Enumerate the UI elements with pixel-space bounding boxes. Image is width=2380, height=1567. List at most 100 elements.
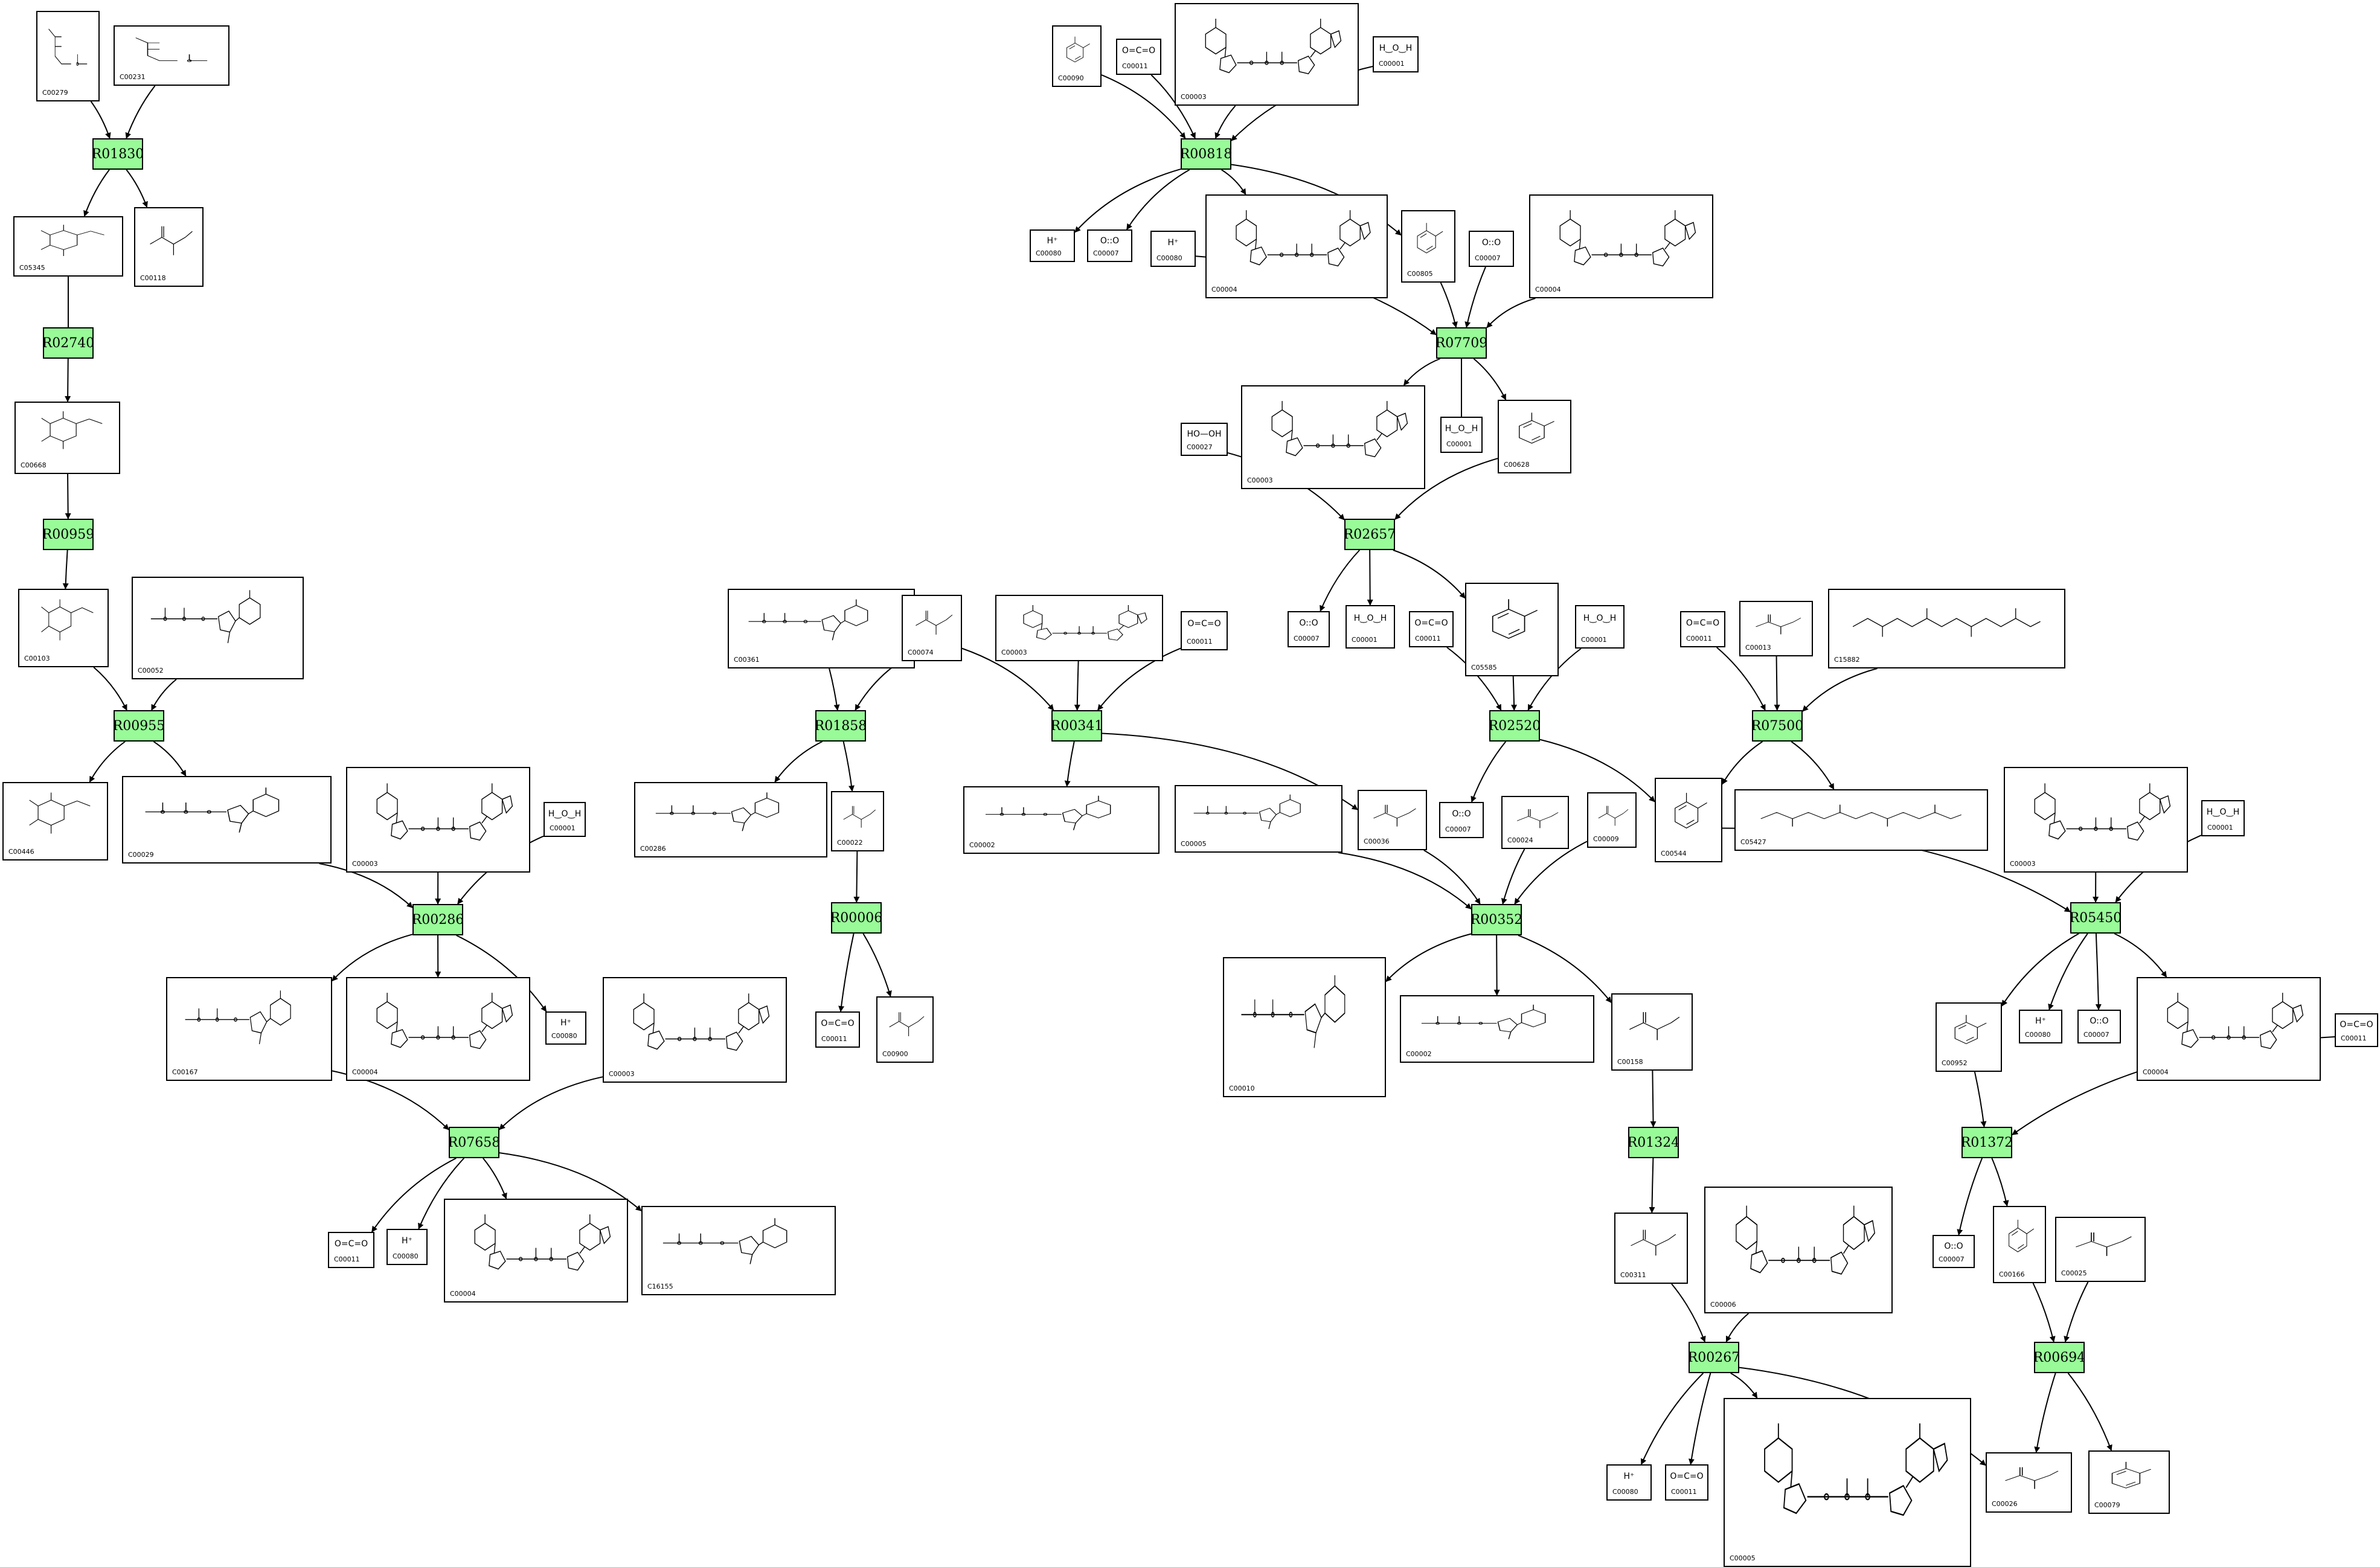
compound-node-c16155[interactable]: C16155 bbox=[641, 1206, 836, 1295]
compound-node-c00022[interactable]: C00022 bbox=[831, 791, 884, 851]
compound-node-c15882[interactable]: C15882 bbox=[1828, 589, 2065, 668]
reaction-node-r01830[interactable]: R01830 bbox=[92, 138, 144, 170]
reaction-node-r00959[interactable]: R00959 bbox=[42, 519, 94, 550]
compound-node-c00013[interactable]: C00013 bbox=[1739, 601, 1813, 656]
compound-node-c00003[interactable]: C00003 bbox=[1241, 385, 1425, 489]
compound-node-c00003[interactable]: C00003 bbox=[1175, 3, 1359, 106]
compound-node-c00003[interactable]: C00003 bbox=[346, 767, 530, 873]
compound-node-c00009[interactable]: C00009 bbox=[1587, 792, 1637, 848]
compound-node-c00026[interactable]: C00026 bbox=[1986, 1452, 2072, 1513]
compound-node-c00003[interactable]: C00003 bbox=[2004, 767, 2188, 873]
compound-node-c00079[interactable]: C00079 bbox=[2088, 1450, 2170, 1514]
compound-node-c00029[interactable]: C00029 bbox=[122, 776, 332, 864]
compound-node-c00103[interactable]: C00103 bbox=[18, 589, 109, 667]
reaction-node-r01372[interactable]: R01372 bbox=[1961, 1127, 2013, 1158]
compound-node-c00286[interactable]: C00286 bbox=[634, 782, 827, 857]
compound-node-c00311[interactable]: C00311 bbox=[1614, 1213, 1688, 1284]
reaction-node-r00341[interactable]: R00341 bbox=[1051, 710, 1103, 742]
compound-node-c00080[interactable]: H⁺C00080 bbox=[387, 1229, 428, 1265]
compound-node-c00004[interactable]: C00004 bbox=[1529, 194, 1713, 298]
compound-node-c00002[interactable]: C00002 bbox=[963, 786, 1160, 854]
compound-node-c00900[interactable]: C00900 bbox=[876, 996, 934, 1063]
compound-node-c00006[interactable]: C00006 bbox=[1704, 1187, 1893, 1313]
compound-node-c00074[interactable]: C00074 bbox=[902, 595, 962, 661]
reaction-node-r07709[interactable]: R07709 bbox=[1435, 327, 1487, 359]
compound-node-c00166[interactable]: C00166 bbox=[1993, 1206, 2046, 1283]
compound-node-c00167[interactable]: C00167 bbox=[166, 977, 332, 1081]
reaction-node-r07658[interactable]: R07658 bbox=[448, 1127, 500, 1158]
compound-node-c05585[interactable]: C05585 bbox=[1465, 583, 1559, 676]
compound-node-c00668[interactable]: C00668 bbox=[14, 402, 120, 474]
compound-node-c00544[interactable]: C00544 bbox=[1655, 778, 1722, 862]
compound-node-c00090[interactable]: C00090 bbox=[1052, 25, 1102, 87]
compound-node-c00003[interactable]: C00003 bbox=[995, 595, 1163, 661]
compound-node-c00004[interactable]: C00004 bbox=[346, 977, 530, 1081]
compound-node-c00004[interactable]: C00004 bbox=[444, 1199, 628, 1303]
compound-node-c00158[interactable]: C00158 bbox=[1611, 993, 1693, 1071]
compound-formula: O=C=O bbox=[2340, 1020, 2373, 1030]
compound-node-c00080[interactable]: H⁺C00080 bbox=[545, 1011, 586, 1045]
compound-node-c00952[interactable]: C00952 bbox=[1936, 1002, 2002, 1072]
reaction-node-r00694[interactable]: R00694 bbox=[2033, 1342, 2085, 1373]
compound-node-c00446[interactable]: C00446 bbox=[2, 782, 108, 860]
reaction-node-r00955[interactable]: R00955 bbox=[113, 710, 165, 742]
compound-node-c05427[interactable]: C05427 bbox=[1734, 789, 1988, 851]
compound-node-c00080[interactable]: H⁺C00080 bbox=[2019, 1010, 2062, 1043]
reaction-node-r00267[interactable]: R00267 bbox=[1688, 1342, 1740, 1373]
compound-node-c00005[interactable]: C00005 bbox=[1724, 1398, 1971, 1567]
reaction-node-r02657[interactable]: R02657 bbox=[1344, 519, 1396, 550]
compound-node-c00036[interactable]: C00036 bbox=[1358, 790, 1427, 850]
compound-node-c00002[interactable]: C00002 bbox=[1400, 995, 1594, 1063]
compound-node-c00805[interactable]: C00805 bbox=[1401, 210, 1455, 283]
compound-node-c00003[interactable]: C00003 bbox=[603, 977, 787, 1083]
reaction-node-r00818[interactable]: R00818 bbox=[1180, 138, 1232, 170]
compound-node-c00024[interactable]: C00024 bbox=[1501, 796, 1569, 849]
compound-node-c00004[interactable]: C00004 bbox=[1205, 194, 1388, 298]
compound-node-c00004[interactable]: C00004 bbox=[2137, 977, 2321, 1081]
compound-node-c00010[interactable]: C00010 bbox=[1223, 957, 1386, 1097]
compound-node-c05345[interactable]: C05345 bbox=[13, 216, 123, 277]
compound-node-c00279[interactable]: C00279 bbox=[36, 11, 100, 101]
compound-label: C00544 bbox=[1661, 850, 1687, 857]
compound-node-c00361[interactable]: C00361 bbox=[728, 589, 915, 668]
reaction-node-r02520[interactable]: R02520 bbox=[1489, 710, 1541, 742]
compound-node-c00080[interactable]: H⁺C00080 bbox=[1606, 1464, 1652, 1501]
compound-node-c00025[interactable]: C00025 bbox=[2055, 1217, 2146, 1282]
reaction-node-r05450[interactable]: R05450 bbox=[2070, 902, 2122, 934]
compound-node-c00231[interactable]: C00231 bbox=[114, 25, 229, 86]
compound-node-c00080[interactable]: H⁺C00080 bbox=[1150, 231, 1196, 267]
compound-node-c00005[interactable]: C00005 bbox=[1175, 785, 1342, 853]
compound-node-c00118[interactable]: C00118 bbox=[134, 207, 204, 287]
compound-node-c00628[interactable]: C00628 bbox=[1498, 400, 1571, 473]
reaction-node-r01324[interactable]: R01324 bbox=[1628, 1127, 1679, 1158]
reaction-node-r00286[interactable]: R00286 bbox=[412, 904, 464, 935]
reaction-node-r02740[interactable]: R02740 bbox=[42, 327, 94, 359]
reaction-node-r01858[interactable]: R01858 bbox=[815, 710, 867, 742]
compound-node-c00052[interactable]: C00052 bbox=[132, 577, 304, 679]
reaction-node-r00352[interactable]: R00352 bbox=[1471, 904, 1522, 935]
reaction-node-r00006[interactable]: R00006 bbox=[830, 902, 882, 934]
compound-node-c00080[interactable]: H⁺C00080 bbox=[1030, 229, 1075, 262]
reaction-node-r07500[interactable]: R07500 bbox=[1751, 710, 1803, 742]
